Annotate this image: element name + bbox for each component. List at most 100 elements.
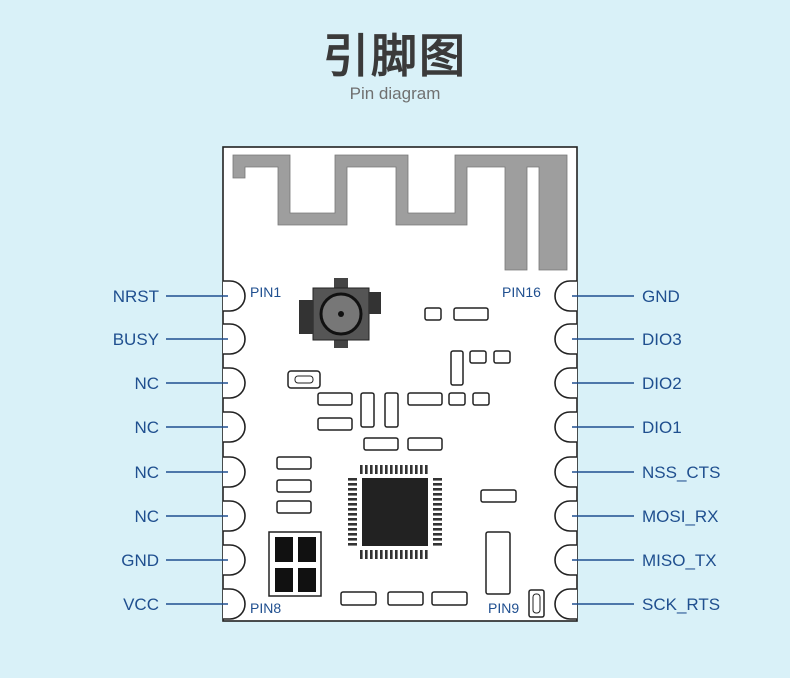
ic-pin	[433, 518, 442, 521]
left-pin-label: NC	[134, 374, 159, 393]
ic-pin	[348, 508, 357, 511]
ic-pin	[365, 465, 368, 474]
ic-pin	[375, 465, 378, 474]
right-castellation	[554, 411, 577, 443]
ic-pin	[410, 465, 413, 474]
left-castellation	[223, 280, 246, 312]
led-indicator	[287, 370, 321, 389]
right-pin-label: MOSI_RX	[642, 507, 719, 526]
ic-pin	[370, 465, 373, 474]
ic-pin	[348, 503, 357, 506]
right-castellation	[554, 500, 577, 532]
ic-pin	[348, 538, 357, 541]
page-subtitle: Pin diagram	[349, 84, 441, 103]
ic-pin	[433, 493, 442, 496]
ic-pin	[433, 538, 442, 541]
ic-pin	[415, 550, 418, 559]
ic-pin	[390, 550, 393, 559]
pin9-component	[528, 589, 545, 618]
ic-pin	[360, 465, 363, 474]
right-castellation	[554, 323, 577, 355]
ic-pin	[370, 550, 373, 559]
ic-pin	[433, 488, 442, 491]
left-pin-label: NC	[134, 463, 159, 482]
ic-pin	[433, 528, 442, 531]
ic-pin	[405, 465, 408, 474]
left-castellation	[223, 544, 246, 576]
ic-pin	[433, 523, 442, 526]
right-castellation	[554, 544, 577, 576]
ic-pin	[425, 550, 428, 559]
crystal-oscillator	[268, 531, 322, 597]
left-pin-label: GND	[121, 551, 159, 570]
ic-pin	[380, 465, 383, 474]
pcb-antenna	[232, 154, 568, 271]
left-pin-label: NRST	[113, 287, 159, 306]
passive-components	[276, 307, 517, 606]
left-castellation	[223, 588, 246, 620]
ic-pin	[415, 465, 418, 474]
right-pin-label: SCK_RTS	[642, 595, 720, 614]
ic-pin	[433, 533, 442, 536]
ic-pin	[348, 488, 357, 491]
marker-pin9: PIN9	[488, 600, 519, 616]
ic-pin	[348, 478, 357, 481]
ic-pin	[348, 518, 357, 521]
ic-pin	[433, 498, 442, 501]
ic-pin	[400, 550, 403, 559]
marker-pin8: PIN8	[250, 600, 281, 616]
ic-pin	[385, 550, 388, 559]
ic-pin	[400, 465, 403, 474]
ic-pin	[395, 550, 398, 559]
left-castellation	[223, 500, 246, 532]
ic-pin	[348, 528, 357, 531]
right-pin-label: DIO3	[642, 330, 682, 349]
right-castellations	[554, 280, 577, 620]
pin-leader-lines	[166, 295, 634, 605]
ic-pin	[390, 465, 393, 474]
left-pin-label: NC	[134, 418, 159, 437]
right-castellation	[554, 588, 577, 620]
ic-pin	[348, 493, 357, 496]
page-title: 引脚图	[323, 29, 467, 83]
ic-pin	[380, 550, 383, 559]
left-pin-label: VCC	[123, 595, 159, 614]
ic-pin	[405, 550, 408, 559]
right-pin-labels: GNDDIO3DIO2DIO1NSS_CTSMOSI_RXMISO_TXSCK_…	[642, 287, 720, 614]
ic-pin	[433, 543, 442, 546]
left-castellations	[223, 280, 246, 620]
right-pin-label: NSS_CTS	[642, 463, 720, 482]
rf-connector	[299, 278, 381, 348]
left-castellation	[223, 456, 246, 488]
right-castellation	[554, 280, 577, 312]
ic-pin	[348, 533, 357, 536]
right-pin-label: DIO2	[642, 374, 682, 393]
left-pin-label: BUSY	[113, 330, 159, 349]
ic-pin	[433, 478, 442, 481]
ic-pin	[433, 508, 442, 511]
ic-pin	[385, 465, 388, 474]
ic-pin	[395, 465, 398, 474]
ic-pin	[433, 513, 442, 516]
ic-pin	[433, 483, 442, 486]
right-pin-label: GND	[642, 287, 680, 306]
right-pin-label: DIO1	[642, 418, 682, 437]
main-ic-chip	[348, 465, 442, 559]
ic-pin	[425, 465, 428, 474]
ic-pin	[348, 513, 357, 516]
right-castellation	[554, 367, 577, 399]
right-castellation	[554, 456, 577, 488]
ic-pin	[420, 550, 423, 559]
ic-pin	[365, 550, 368, 559]
ic-pin	[348, 543, 357, 546]
ic-pin	[375, 550, 378, 559]
ic-pin	[348, 483, 357, 486]
marker-pin16: PIN16	[502, 284, 541, 300]
marker-pin1: PIN1	[250, 284, 281, 300]
ic-pin	[348, 523, 357, 526]
ic-pin	[348, 498, 357, 501]
left-castellation	[223, 323, 246, 355]
left-castellation	[223, 367, 246, 399]
